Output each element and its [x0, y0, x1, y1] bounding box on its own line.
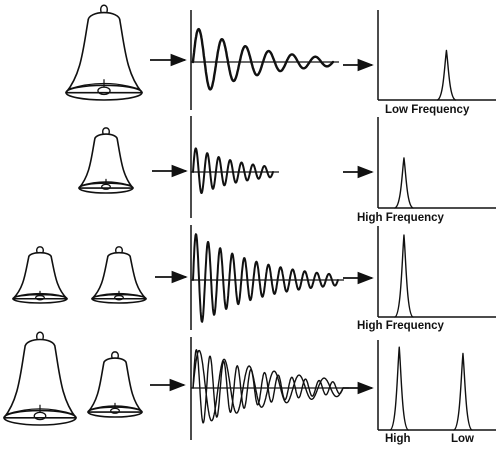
bell-loop — [111, 351, 119, 359]
bells-layer — [3, 4, 147, 426]
bell-loop — [36, 246, 44, 253]
spectra-layer — [377, 10, 496, 431]
bell-loop — [100, 4, 108, 13]
row2-spectrum — [377, 117, 496, 209]
waveform-trace-1 — [192, 147, 274, 194]
row1-bell-1 — [65, 4, 143, 101]
row1-waveform — [190, 10, 339, 110]
bell-body — [91, 251, 147, 300]
row3-bell-2 — [91, 246, 147, 304]
waveform-trace-2 — [192, 349, 344, 422]
row4-low-label: Low — [451, 433, 474, 445]
arrows-layer — [150, 53, 374, 395]
bell-loop — [115, 246, 123, 253]
bell-body — [65, 11, 143, 94]
row1-spectrum — [377, 10, 496, 101]
spectrum-peak-2 — [453, 352, 473, 431]
row2-bell-1 — [78, 127, 134, 194]
row1-spectrum-label: Low Frequency — [385, 104, 470, 116]
bell-body — [78, 133, 134, 189]
row3-spectrum — [377, 226, 496, 318]
row4-bell-1 — [3, 331, 77, 426]
row3-bell-1 — [12, 246, 68, 304]
row4-waveform — [190, 337, 349, 440]
row4-spectrum — [377, 340, 496, 431]
bell-body — [87, 357, 143, 413]
row4-bell-2 — [87, 351, 143, 418]
waveforms-layer — [190, 10, 349, 440]
row2-spectrum-label: High Frequency — [357, 212, 444, 224]
row3-spectrum-label: High Frequency — [357, 320, 444, 332]
bell-loop — [36, 331, 44, 340]
bell-clapper — [114, 294, 124, 301]
spectrum-peak-1 — [389, 346, 409, 431]
bell-loop — [102, 127, 110, 135]
spectrum-peak-1 — [436, 49, 457, 101]
waveform-trace-1 — [191, 27, 335, 91]
row3-waveform — [190, 225, 344, 330]
spectrum-peak-1 — [394, 157, 414, 209]
waveform-trace-1 — [192, 233, 339, 323]
bell-clapper — [35, 294, 45, 301]
bell-body — [12, 251, 68, 300]
spectrum-peak-1 — [394, 234, 414, 318]
row2-waveform — [190, 116, 279, 218]
bell-body — [3, 338, 77, 419]
row4-high-label: High — [385, 433, 411, 445]
